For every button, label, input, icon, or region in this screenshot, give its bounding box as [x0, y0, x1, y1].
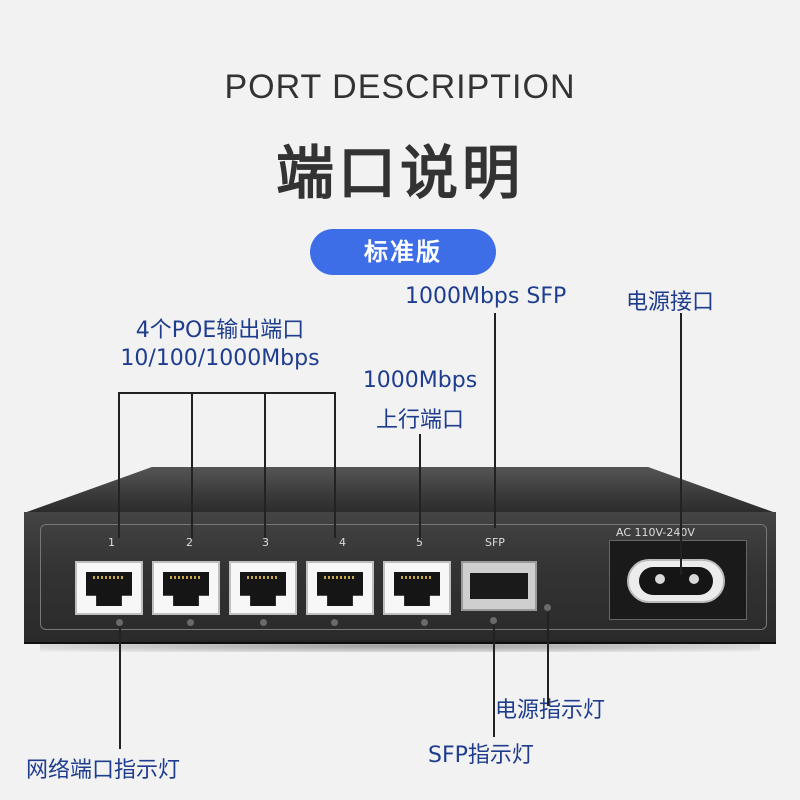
led-indicator-icon [187, 619, 194, 626]
rj45-port-icon[interactable] [383, 561, 451, 615]
title-english: PORT DESCRIPTION [224, 68, 576, 106]
poe-ports-label-line1: 4个POE输出端口 [135, 318, 305, 343]
port-number-5: 5 [416, 536, 423, 549]
led-indicator-icon [421, 619, 428, 626]
led-indicator-icon [260, 619, 267, 626]
switch-top-cover [24, 467, 776, 513]
port-number-2: 2 [186, 536, 193, 549]
sfp-port-number: SFP [485, 536, 505, 549]
rj45-port-icon[interactable] [306, 561, 374, 615]
rj45-port-icon[interactable] [229, 561, 297, 615]
led-indicator-icon [116, 619, 123, 626]
power-rating: AC 110V-240V [616, 526, 695, 539]
led-indicator-icon [544, 604, 551, 611]
poe-bracket-line [191, 392, 193, 538]
uplink-label-line2: 上行端口 [375, 408, 464, 433]
ac-power-socket-icon[interactable] [627, 559, 725, 603]
edition-badge: 标准版 [310, 229, 496, 275]
led-indicator-icon [331, 619, 338, 626]
poe-bracket-line [264, 392, 266, 538]
sfp-label: 1000Mbps SFP [405, 284, 567, 309]
poe-bracket-line [118, 392, 120, 538]
poe-bracket-line [334, 392, 336, 538]
power-led-pointer-line [547, 612, 549, 706]
uplink-label-line1: 1000Mbps [362, 368, 478, 393]
led-indicator-icon [490, 617, 497, 624]
power-port-label: 电源接口 [626, 290, 715, 315]
sfp-led-pointer-line [493, 625, 495, 737]
title-chinese: 端口说明 [275, 139, 524, 207]
sfp-pointer-line [494, 313, 496, 528]
port-number-1: 1 [108, 536, 115, 549]
rj45-port-icon[interactable] [75, 561, 143, 615]
power-port-pointer-line [680, 313, 682, 575]
port-number-4: 4 [339, 536, 346, 549]
sfp-led-label: SFP指示灯 [428, 743, 534, 768]
rj45-port-icon[interactable] [152, 561, 220, 615]
uplink-pointer-line [419, 434, 421, 540]
sfp-port-icon[interactable] [461, 561, 537, 611]
panel-frame [40, 524, 767, 630]
network-led-pointer-line [119, 627, 121, 749]
power-led-label: 电源指示灯 [495, 698, 606, 723]
port-number-3: 3 [262, 536, 269, 549]
device-shadow [40, 640, 760, 652]
poe-bracket-line [118, 392, 335, 394]
poe-ports-label-line2: 10/100/1000Mbps [120, 346, 320, 371]
network-led-label: 网络端口指示灯 [26, 758, 181, 783]
